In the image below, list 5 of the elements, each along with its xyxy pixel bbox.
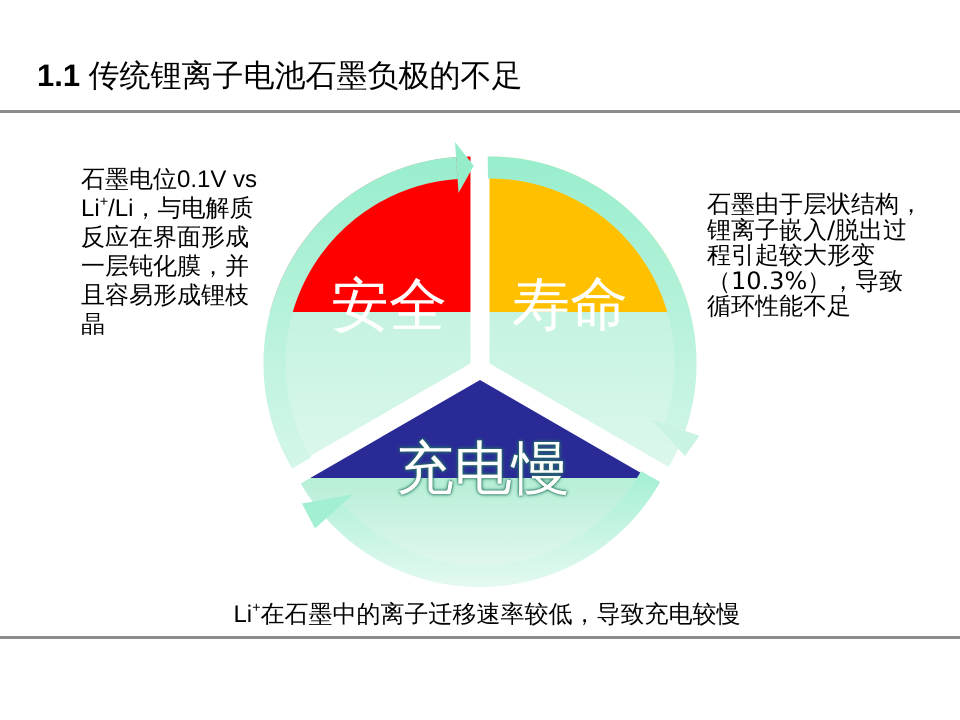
description-text: Li$^{+}$在石墨中的离子迁移速率较低，导致充电较慢	[232, 600, 742, 629]
description-text: 石墨由于层状结构，锂离子嵌入/脱出过程引起较大形变（10.3%），导致循环性能不足	[707, 192, 924, 320]
slide-title: 1.1 传统锂离子电池石墨负极的不足	[37, 57, 523, 95]
curved-arrow	[302, 470, 660, 587]
description-text: 石墨电位0.1V vs Li$^{+}$/Li，与电解质反应在界面形成一层钝化膜，并且容易形成锂枝晶	[81, 165, 258, 339]
